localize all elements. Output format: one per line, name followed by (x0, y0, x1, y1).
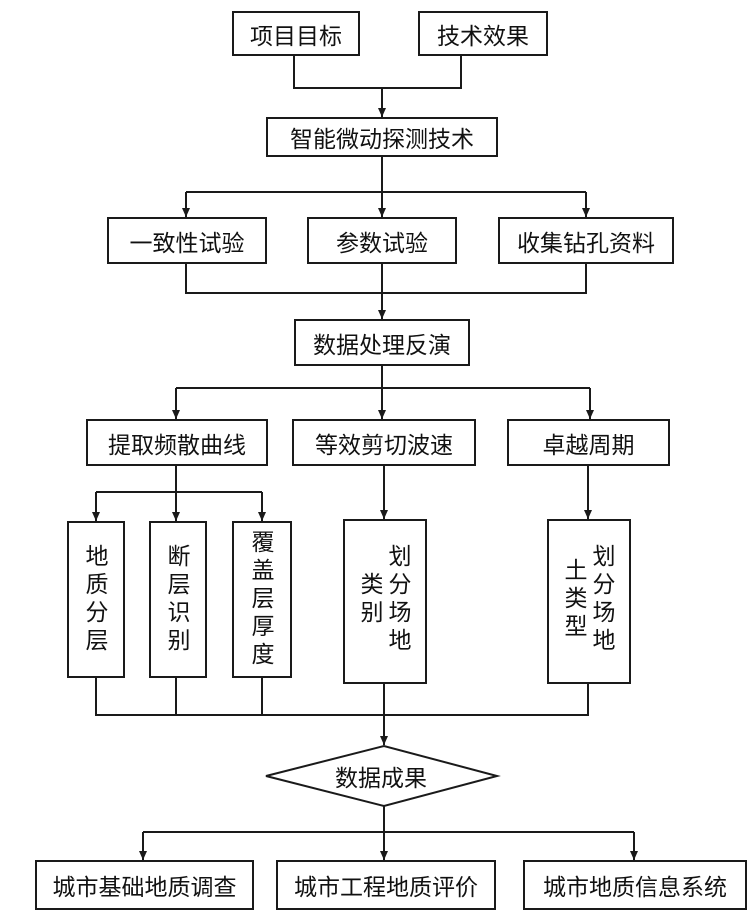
engineering-geology-eval-box: 城市工程地质评价 (276, 860, 496, 910)
char: 类 (564, 586, 588, 612)
data-result-label: 数据成果 (335, 766, 427, 792)
fault-identification-box: 断 层 识 别 (149, 521, 207, 678)
char: 分 (592, 572, 616, 598)
char: 别 (167, 628, 191, 654)
char: 分 (85, 600, 109, 626)
parameter-test-box: 参数试验 (307, 217, 457, 264)
char: 层 (85, 628, 109, 654)
char: 地 (592, 628, 616, 654)
predominant-period-box: 卓越周期 (507, 419, 670, 466)
char: 场 (592, 600, 616, 626)
char: 型 (564, 614, 588, 640)
char: 识 (167, 600, 191, 626)
geology-info-system-box: 城市地质信息系统 (523, 860, 747, 910)
project-goal-box: 项目目标 (232, 11, 360, 56)
char: 划 (592, 544, 616, 570)
char: 盖 (251, 558, 275, 584)
char: 地 (85, 544, 109, 570)
result-diamond (265, 744, 501, 808)
char: 别 (360, 600, 384, 626)
site-soil-type-box: 划 分 场 地 土 类 型 (547, 519, 631, 684)
micro-motion-tech-box: 智能微动探测技术 (266, 117, 498, 157)
char: 覆 (251, 530, 275, 556)
urban-geology-survey-box: 城市基础地质调查 (35, 860, 254, 910)
site-classification-box: 划 分 场 地 类 别 (343, 519, 427, 684)
char: 厚 (251, 614, 275, 640)
char: 度 (251, 642, 275, 668)
overburden-thickness-box: 覆 盖 层 厚 度 (232, 521, 292, 678)
char: 类 (360, 572, 384, 598)
tech-effect-box: 技术效果 (418, 11, 548, 56)
char: 断 (167, 544, 191, 570)
dispersion-curve-box: 提取频散曲线 (86, 419, 268, 466)
shear-velocity-box: 等效剪切波速 (292, 419, 476, 466)
char: 划 (388, 544, 412, 570)
char: 质 (85, 572, 109, 598)
char: 地 (388, 628, 412, 654)
geological-stratification-box: 地 质 分 层 (67, 521, 125, 678)
char: 层 (167, 572, 191, 598)
char: 场 (388, 600, 412, 626)
consistency-test-box: 一致性试验 (107, 217, 267, 264)
borehole-data-box: 收集钻孔资料 (498, 217, 674, 264)
char: 层 (251, 586, 275, 612)
char: 土 (564, 558, 588, 584)
char: 分 (388, 572, 412, 598)
inversion-box: 数据处理反演 (294, 319, 470, 366)
